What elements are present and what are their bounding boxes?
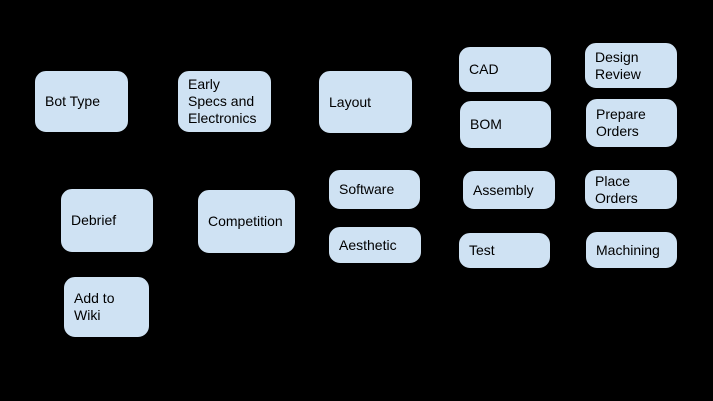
node-design-review: Design Review (584, 42, 678, 89)
node-place-orders: Place Orders (584, 169, 678, 210)
node-software-label: Software (339, 181, 395, 197)
node-bom: BOM (459, 100, 552, 149)
node-assembly: Assembly (462, 170, 556, 210)
node-bot-type-label: Bot Type (45, 93, 101, 109)
node-debrief-label: Debrief (71, 212, 117, 228)
node-early-specs-and-electronics-label: Early Specs and Electronics (188, 76, 257, 126)
node-bot-type: Bot Type (34, 70, 129, 133)
node-add-to-wiki-label: Add to Wiki (74, 290, 115, 323)
node-cad-label: CAD (469, 61, 499, 77)
node-test: Test (458, 232, 551, 269)
node-place-orders-label: Place Orders (595, 172, 638, 206)
node-prepare-orders-label: Prepare Orders (596, 106, 646, 139)
node-layout: Layout (318, 70, 413, 134)
node-competition-label: Competition (208, 213, 283, 229)
node-competition: Competition (197, 189, 296, 254)
node-test-label: Test (469, 242, 495, 258)
node-machining: Machining (585, 231, 678, 269)
node-debrief: Debrief (60, 188, 154, 253)
node-bom-label: BOM (470, 116, 502, 132)
node-layout-label: Layout (329, 93, 372, 110)
node-add-to-wiki: Add to Wiki (63, 276, 150, 338)
node-design-review-label: Design Review (595, 48, 641, 82)
node-aesthetic: Aesthetic (328, 226, 422, 264)
node-aesthetic-label: Aesthetic (339, 236, 397, 253)
node-assembly-label: Assembly (473, 181, 534, 198)
node-cad: CAD (458, 46, 552, 93)
node-machining-label: Machining (596, 241, 660, 258)
node-early-specs-and-electronics: Early Specs and Electronics (177, 70, 272, 133)
node-prepare-orders: Prepare Orders (585, 98, 678, 148)
node-software: Software (328, 169, 421, 210)
